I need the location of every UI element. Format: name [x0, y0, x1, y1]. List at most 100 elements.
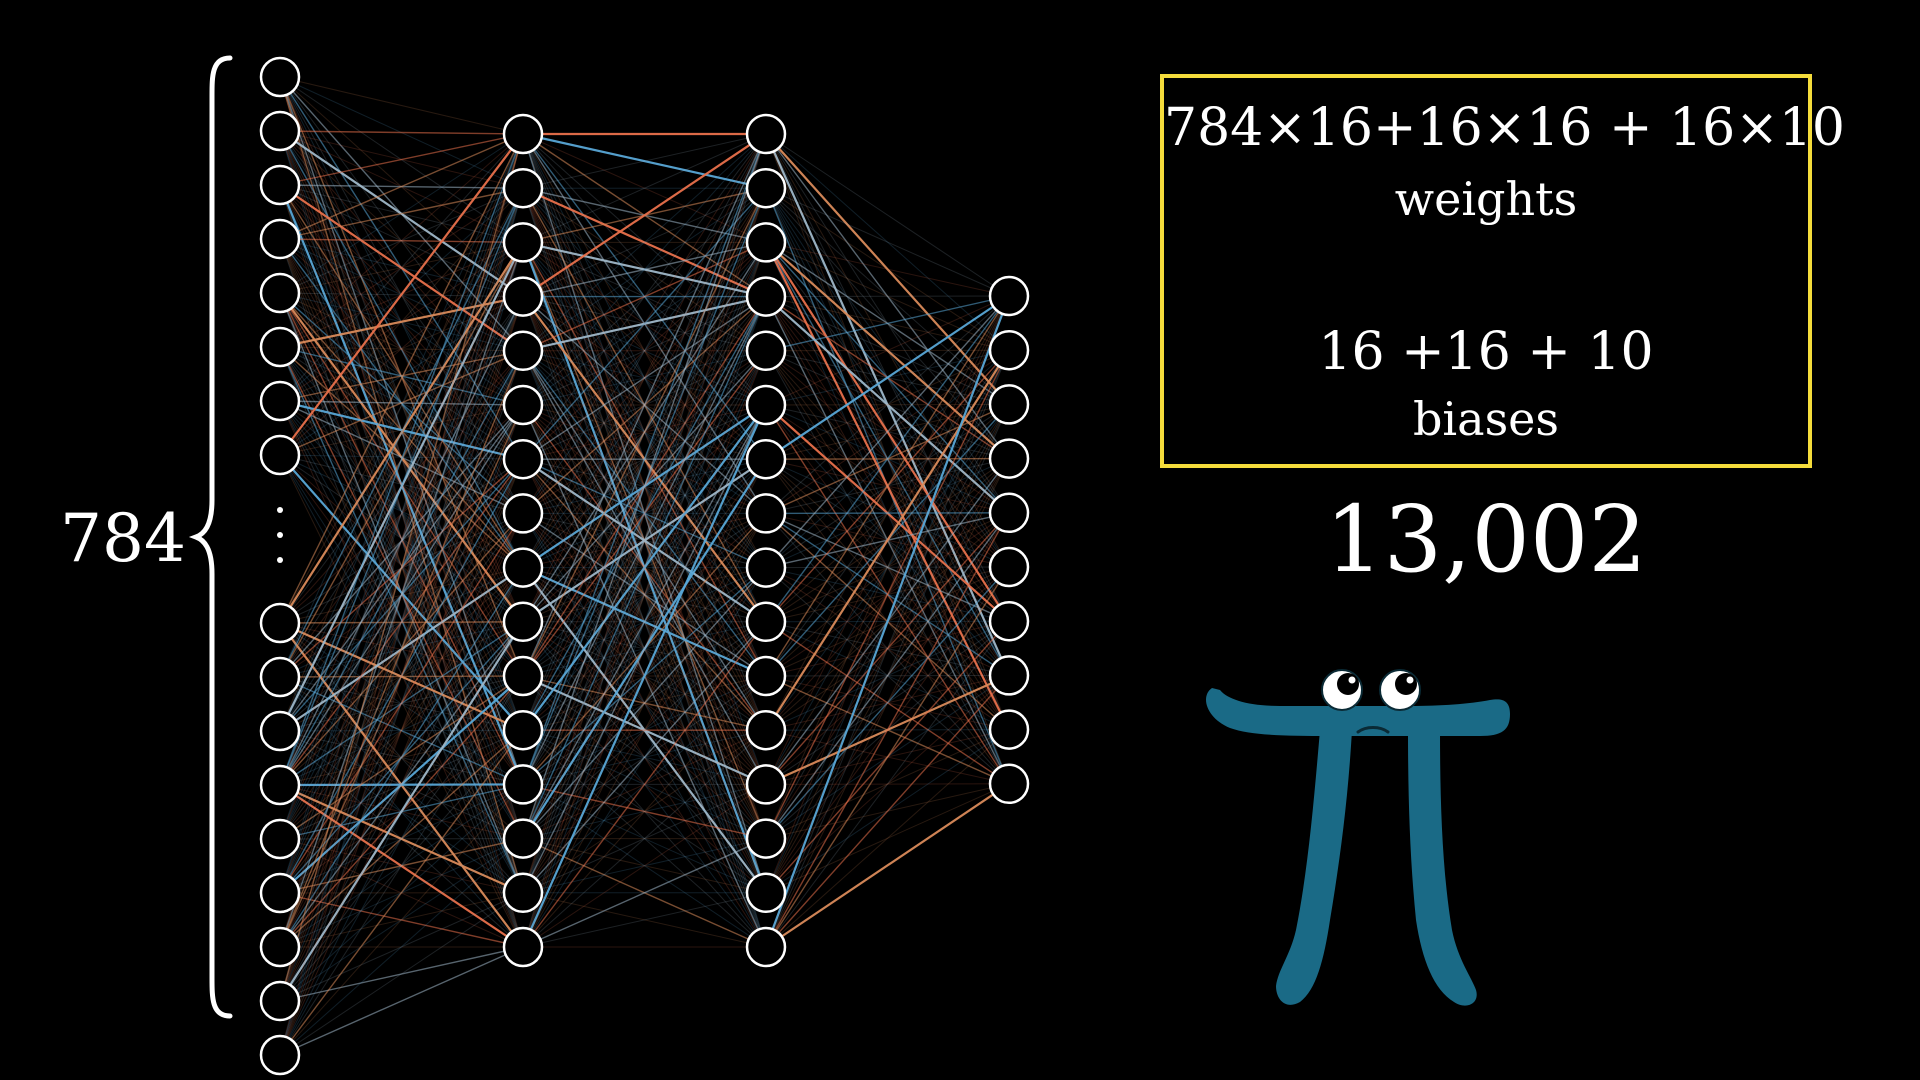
input-layer-node [259, 656, 301, 698]
network-connection [765, 349, 1010, 731]
network-connection [765, 620, 1010, 948]
network-connection [522, 567, 767, 948]
input-layer-node [259, 602, 301, 644]
network-connection [522, 133, 767, 677]
weights-label: weights [1394, 172, 1578, 226]
network-connection [522, 350, 767, 894]
network-connection [522, 133, 767, 948]
network-connection [522, 187, 767, 298]
input-layer-node [259, 56, 301, 98]
network-connection [279, 621, 524, 1056]
network-connection [765, 404, 1010, 623]
hidden-layer-2-node [745, 167, 787, 209]
network-connection [765, 512, 1010, 623]
network-connection [765, 295, 1010, 514]
network-connection [279, 946, 524, 1056]
network-connection [279, 133, 524, 840]
network-connection [279, 133, 524, 240]
input-layer-node [259, 818, 301, 860]
biases-label: biases [1412, 392, 1560, 446]
network-connection [279, 458, 524, 1002]
network-connection [279, 133, 524, 732]
hidden-layer-2-node [745, 764, 787, 805]
network-connection [765, 295, 1010, 352]
network-connection [764, 295, 1011, 948]
network-connection [279, 513, 524, 1002]
network-connection [521, 404, 768, 948]
network-connection [765, 674, 1010, 948]
network-connection [765, 295, 1010, 623]
network-connection [279, 188, 524, 1002]
network-connection [279, 350, 524, 456]
hidden-layer-1-node [502, 167, 544, 209]
network-connection [279, 133, 524, 456]
input-layer-node [259, 710, 301, 752]
network-connection [765, 675, 1010, 894]
network-connection [279, 458, 524, 786]
network-connection [279, 400, 524, 948]
network-connection [279, 838, 524, 1056]
network-connection [522, 567, 767, 840]
hidden-layer-1-node [502, 709, 544, 751]
network-connection [279, 133, 524, 894]
network-connection [522, 296, 767, 948]
network-connection [279, 242, 524, 948]
network-connection [522, 296, 767, 893]
network-connection [522, 296, 767, 839]
network-connection [522, 133, 767, 568]
network-connection [522, 132, 767, 190]
network-connection [522, 241, 767, 352]
network-connection [765, 458, 1010, 894]
network-connection [765, 458, 1010, 839]
network-connection [279, 133, 524, 624]
network-connection [279, 350, 524, 678]
input-layer-node [259, 926, 301, 968]
network-connection [279, 133, 524, 186]
network-connection [765, 296, 1010, 405]
network-connection [279, 838, 524, 1002]
network-connection [279, 187, 524, 786]
network-connection [279, 76, 524, 135]
output-layer-node [988, 329, 1030, 371]
network-connection [279, 458, 524, 948]
network-connection [522, 188, 767, 839]
network-connection [522, 513, 767, 948]
network-connection [522, 133, 767, 406]
output-layer-node [988, 600, 1030, 642]
network-connection [522, 296, 767, 731]
network-connection [765, 729, 1010, 948]
network-connection [279, 454, 524, 948]
hidden-layer-2-node [745, 384, 787, 426]
network-connection [522, 350, 767, 839]
network-connection [522, 512, 767, 677]
network-connection [522, 133, 767, 460]
hidden-layer-2-node [745, 926, 787, 968]
network-connection [279, 187, 524, 624]
network-connection [279, 513, 524, 948]
output-layer-node [988, 763, 1030, 805]
input-layer-node [259, 110, 301, 152]
pi-creature-eyes [1321, 669, 1421, 711]
network-connection [522, 133, 767, 298]
network-connection [522, 187, 767, 352]
network-connection [279, 292, 524, 406]
network-connection [279, 946, 524, 1002]
network-connection [522, 133, 767, 352]
network-connection [279, 892, 524, 1056]
network-connection [522, 783, 767, 894]
network-connection [522, 133, 767, 839]
network-connection [765, 458, 1010, 677]
output-layer-node [988, 492, 1030, 534]
network-connection [522, 892, 767, 948]
network-connection [765, 187, 1010, 405]
output-layer-node [988, 384, 1030, 425]
network-connection [279, 188, 524, 840]
network-connection [279, 404, 524, 624]
network-connection [765, 295, 1010, 839]
network-connections [278, 76, 1011, 1056]
input-layer-node [259, 218, 301, 260]
input-layer-ellipsis [277, 507, 283, 563]
network-connection [522, 783, 767, 948]
network-connection [765, 404, 1010, 731]
